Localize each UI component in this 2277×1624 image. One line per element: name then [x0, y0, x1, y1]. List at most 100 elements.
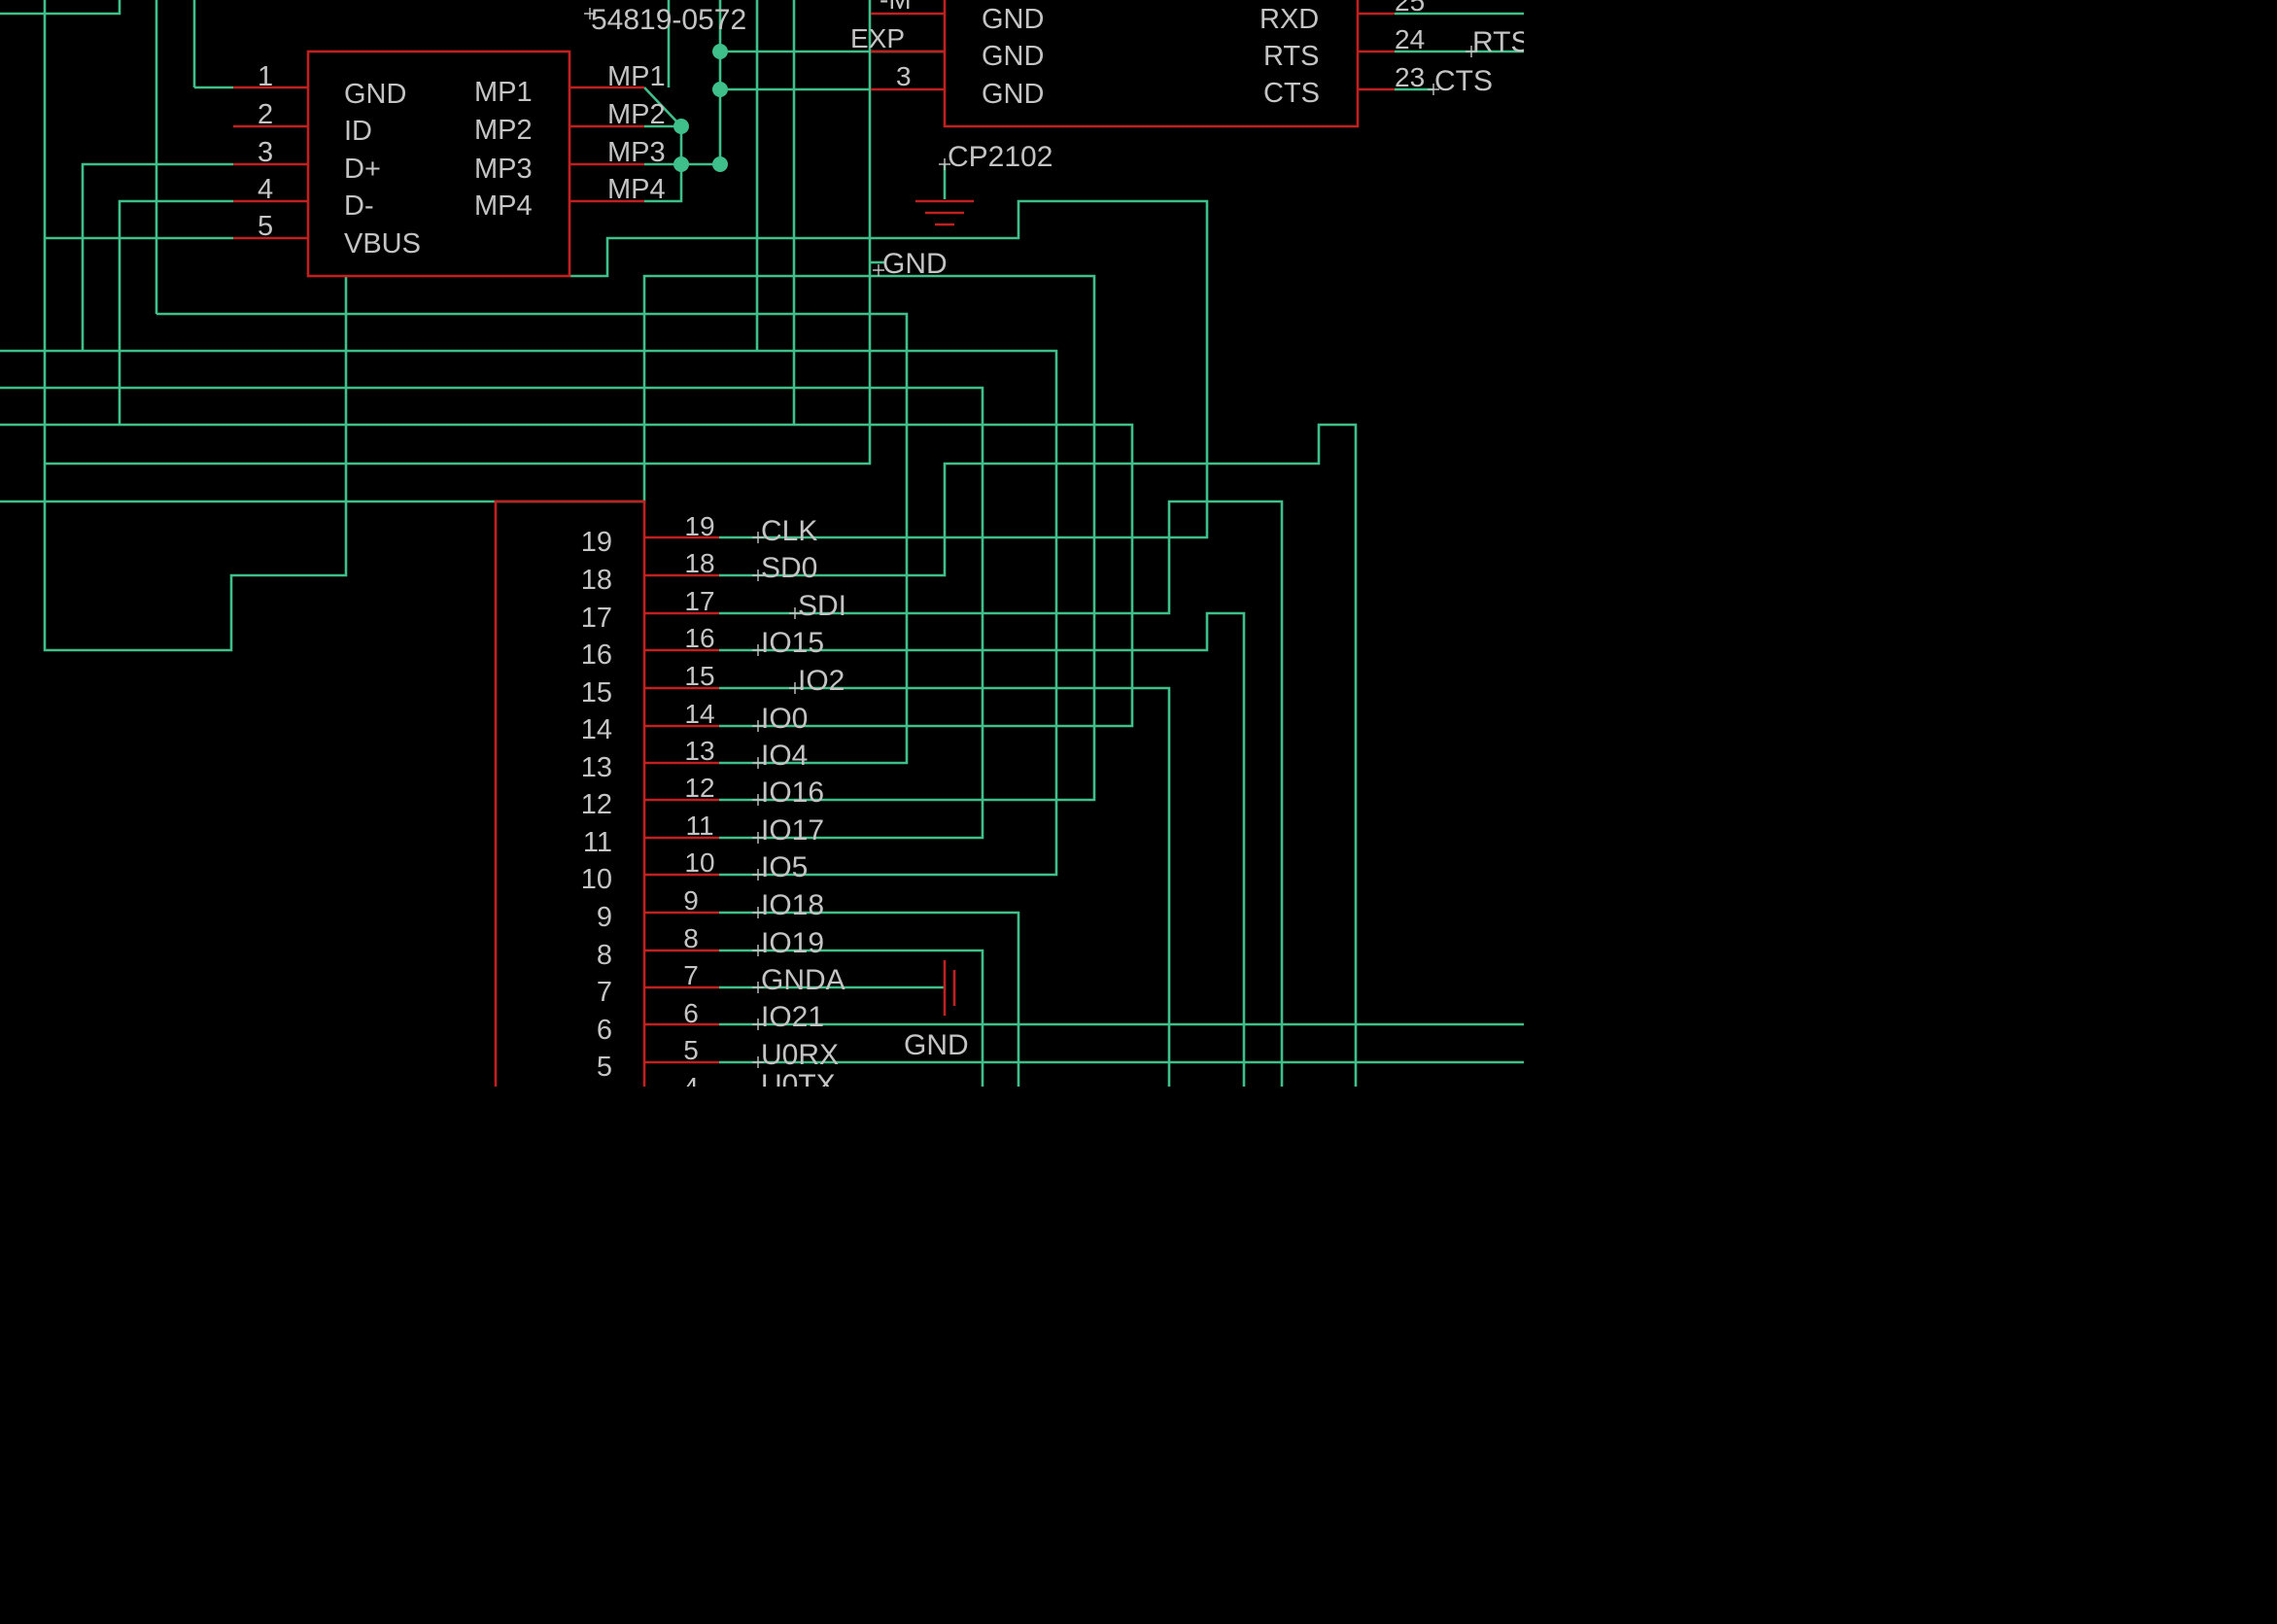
gnda-gnd-label: GND — [904, 1029, 969, 1061]
esp-module-body — [494, 500, 646, 1087]
gnd-net-label: GND — [882, 248, 948, 280]
usb-pin-name: D- — [344, 190, 374, 222]
esp-pin-name: U0RX — [761, 1039, 839, 1071]
part-origin-cross — [584, 8, 596, 19]
cp2102-pin-number: 24 — [1395, 24, 1425, 54]
esp-inner-pin-number: 10 — [684, 847, 714, 878]
esp-outer-pin-number: 11 — [583, 827, 612, 858]
usb-mp-label: MP3 — [607, 137, 666, 168]
esp-inner-pin-number: 14 — [684, 699, 714, 729]
esp-outer-pin-number: 10 — [581, 864, 612, 895]
esp-inner-pin-number: 15 — [684, 661, 714, 691]
esp-inner-pin-number: 11 — [685, 811, 713, 841]
esp-outer-pin-number: 8 — [597, 940, 612, 971]
usb-pin-number: 1 — [258, 61, 273, 92]
esp-outer-pin-number: 15 — [581, 677, 612, 708]
esp-inner-pin-number: 16 — [684, 623, 714, 653]
usb-connector[interactable]: 54819-0572 1 2 3 4 5 GND ID D+ D- VBUS M… — [233, 4, 746, 278]
esp-inner-pin-number: 6 — [683, 998, 699, 1028]
cp2102-part-name: CP2102 — [948, 141, 1052, 173]
esp-pin-name: IO16 — [761, 777, 824, 809]
usb-pin-name: MP3 — [474, 154, 533, 185]
usb-mp-label: MP1 — [607, 61, 666, 92]
usb-right-pin-stubs — [569, 86, 644, 203]
esp-pin-name: SDI — [798, 590, 846, 622]
esp-outer-pin-number: 5 — [597, 1052, 612, 1083]
usb-pin-name: MP1 — [474, 77, 533, 108]
esp-outer-pin-number: 7 — [597, 977, 612, 1008]
esp-pin-name: SD0 — [761, 552, 817, 584]
usb-mp-label: MP4 — [607, 174, 666, 205]
esp-pin-name: IO0 — [761, 703, 808, 735]
usb-pin-name: ID — [344, 116, 372, 147]
cp2102-pin-name: RTS — [1263, 41, 1319, 72]
schematic-canvas: 54819-0572 1 2 3 4 5 GND ID D+ D- VBUS M… — [0, 0, 1524, 1087]
cp2102-pin-label: EXP — [850, 23, 905, 53]
esp-inner-pin-number: 18 — [684, 548, 714, 578]
esp-inner-pin-number: 8 — [683, 923, 699, 953]
cp2102-right-pin-stubs — [1358, 12, 1395, 91]
esp-pin-name: IO2 — [798, 665, 845, 697]
esp-outer-pin-number: 14 — [581, 714, 612, 745]
cp2102-body — [943, 0, 1360, 128]
esp-inner-pin-number: 19 — [684, 511, 714, 541]
usb-pin-number: 4 — [258, 174, 273, 205]
esp-pin-name-crosses — [752, 532, 801, 1068]
esp-inner-pin-number: 17 — [684, 586, 714, 616]
cp2102-pin-label: -M — [880, 0, 912, 15]
cp2102-pin-name: GND — [982, 41, 1044, 72]
esp-outer-pin-numbers: 19 18 17 16 15 14 13 12 11 10 9 8 7 6 5 — [581, 527, 612, 1083]
esp-pin-name: GNDA — [761, 964, 845, 996]
gnda-ground-symbol — [943, 960, 956, 1016]
esp-pin-stubs — [644, 536, 719, 1064]
cp2102-pin-label: 3 — [896, 61, 912, 91]
usb-pin-number: 2 — [258, 99, 273, 130]
esp-outer-pin-number: 18 — [581, 565, 612, 596]
esp-outer-pin-number: 12 — [581, 789, 612, 820]
esp-pin-name: IO4 — [761, 740, 808, 772]
esp-pin-name: IO21 — [761, 1001, 824, 1033]
cp2102-pin-name: RXD — [1259, 4, 1319, 35]
esp-pin-name: CLK — [761, 515, 817, 547]
esp-pin-name: IO17 — [761, 814, 824, 847]
cp2102-pin-number: 25 — [1395, 0, 1425, 17]
esp-pin-names: CLK SD0 SDI IO15 IO2 IO0 IO4 IO16 IO17 I… — [761, 515, 846, 1087]
esp-outer-pin-number: 16 — [581, 639, 612, 671]
cp2102-pin-number: 23 — [1395, 62, 1425, 92]
wires — [0, 0, 1524, 1087]
esp-inner-pin-number: 4 — [683, 1072, 699, 1087]
esp-inner-pin-number: 5 — [683, 1035, 699, 1065]
esp-inner-pin-number: 9 — [683, 885, 699, 916]
usb-pin-number: 5 — [258, 211, 273, 242]
ground-symbol — [915, 199, 974, 226]
cp2102-pin-name: GND — [982, 4, 1044, 35]
esp-pin-name: IO15 — [761, 627, 824, 659]
usb-pin-name: D+ — [344, 154, 381, 185]
esp-inner-pin-number: 13 — [684, 736, 714, 766]
usb-pin-number: 3 — [258, 137, 273, 168]
junction-dots — [673, 44, 728, 172]
esp-inner-pin-numbers: 19 18 17 16 15 14 13 12 11 10 9 8 7 6 5 … — [683, 511, 714, 1087]
esp-outer-pin-number: 6 — [597, 1015, 612, 1046]
esp-inner-pin-number: 7 — [683, 960, 699, 990]
esp-outer-pin-number: 19 — [581, 527, 612, 558]
esp-outer-pin-number: 13 — [581, 752, 612, 783]
esp-outer-pin-number: 17 — [581, 603, 612, 634]
usb-mp-label: MP2 — [607, 99, 666, 130]
usb-part-name: 54819-0572 — [591, 4, 746, 36]
esp-pin-name: IO19 — [761, 927, 824, 959]
esp-outer-pin-number: 9 — [597, 902, 612, 933]
cp2102-left-pin-stubs — [871, 12, 945, 91]
usb-pin-name: MP2 — [474, 115, 533, 146]
esp-pin-name: IO5 — [761, 851, 808, 883]
esp-pin-name: U0TX — [761, 1069, 836, 1087]
cp2102-pin-name: CTS — [1263, 78, 1320, 109]
usb-left-pin-stubs — [233, 86, 308, 240]
usb-pin-name: GND — [344, 79, 406, 110]
esp-pin-name: IO18 — [761, 889, 824, 921]
usb-pin-name: VBUS — [344, 228, 421, 259]
cp2102-chip[interactable]: -M EXP 3 GND GND GND RXD RTS CTS 25 24 2… — [850, 0, 1524, 173]
net-label-cts: CTS — [1434, 65, 1493, 97]
esp-inner-pin-number: 12 — [684, 773, 714, 803]
esp-module[interactable]: 19 18 17 16 15 14 13 12 11 10 9 8 7 6 5 … — [494, 500, 846, 1087]
